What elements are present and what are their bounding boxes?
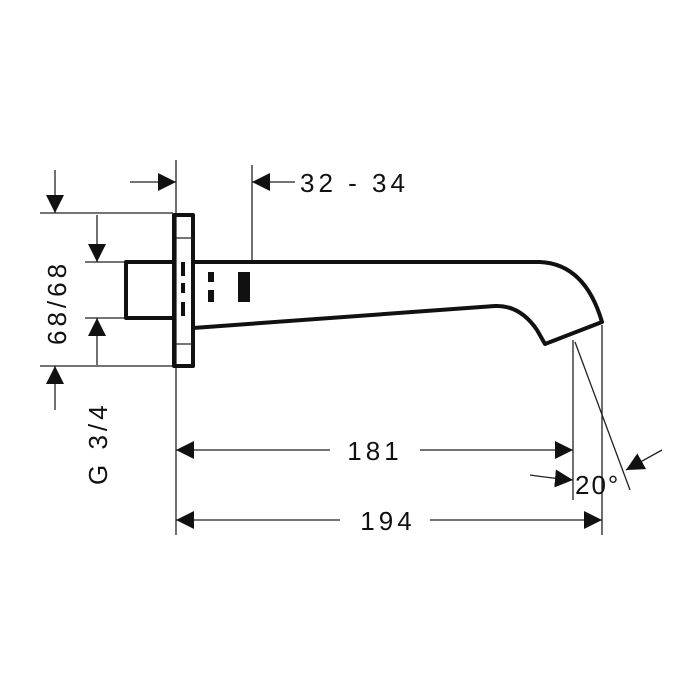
spout-outline (124, 213, 604, 368)
dimension-arrows (46, 170, 663, 529)
thread-label: G 3/4 (83, 401, 113, 485)
offset-dimension-label: 32 - 34 (300, 168, 409, 198)
extension-lines (40, 160, 631, 535)
length-194-label: 194 (360, 506, 415, 536)
angle-label: 20° (575, 470, 620, 500)
flange-size-label: 68/68 (42, 260, 72, 345)
length-181-label: 181 (347, 436, 402, 466)
